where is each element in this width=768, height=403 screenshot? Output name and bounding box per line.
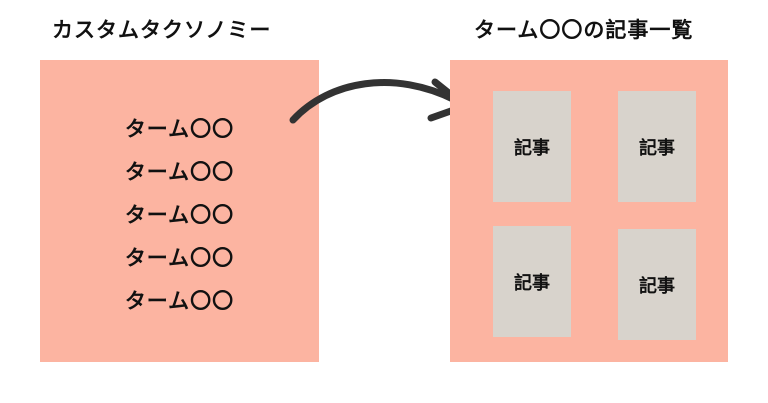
term-item: ターム〇〇 bbox=[124, 117, 235, 141]
taxonomy-title: カスタムタクソノミー bbox=[52, 18, 272, 42]
article-card: 記事 bbox=[618, 91, 696, 202]
article-list-panel: 記事 記事 記事 記事 bbox=[450, 60, 728, 362]
article-card: 記事 bbox=[618, 229, 696, 340]
term-item: ターム〇〇 bbox=[124, 203, 235, 227]
article-card: 記事 bbox=[493, 226, 571, 337]
taxonomy-panel: ターム〇〇 ターム〇〇 ターム〇〇 ターム〇〇 ターム〇〇 bbox=[40, 60, 319, 362]
term-list: ターム〇〇 ターム〇〇 ターム〇〇 ターム〇〇 ターム〇〇 bbox=[40, 108, 319, 323]
term-item: ターム〇〇 bbox=[124, 246, 235, 270]
term-item: ターム〇〇 bbox=[124, 160, 235, 184]
term-item: ターム〇〇 bbox=[124, 289, 235, 313]
article-card: 記事 bbox=[493, 91, 571, 202]
article-list-title: ターム〇〇の記事一覧 bbox=[474, 18, 694, 42]
